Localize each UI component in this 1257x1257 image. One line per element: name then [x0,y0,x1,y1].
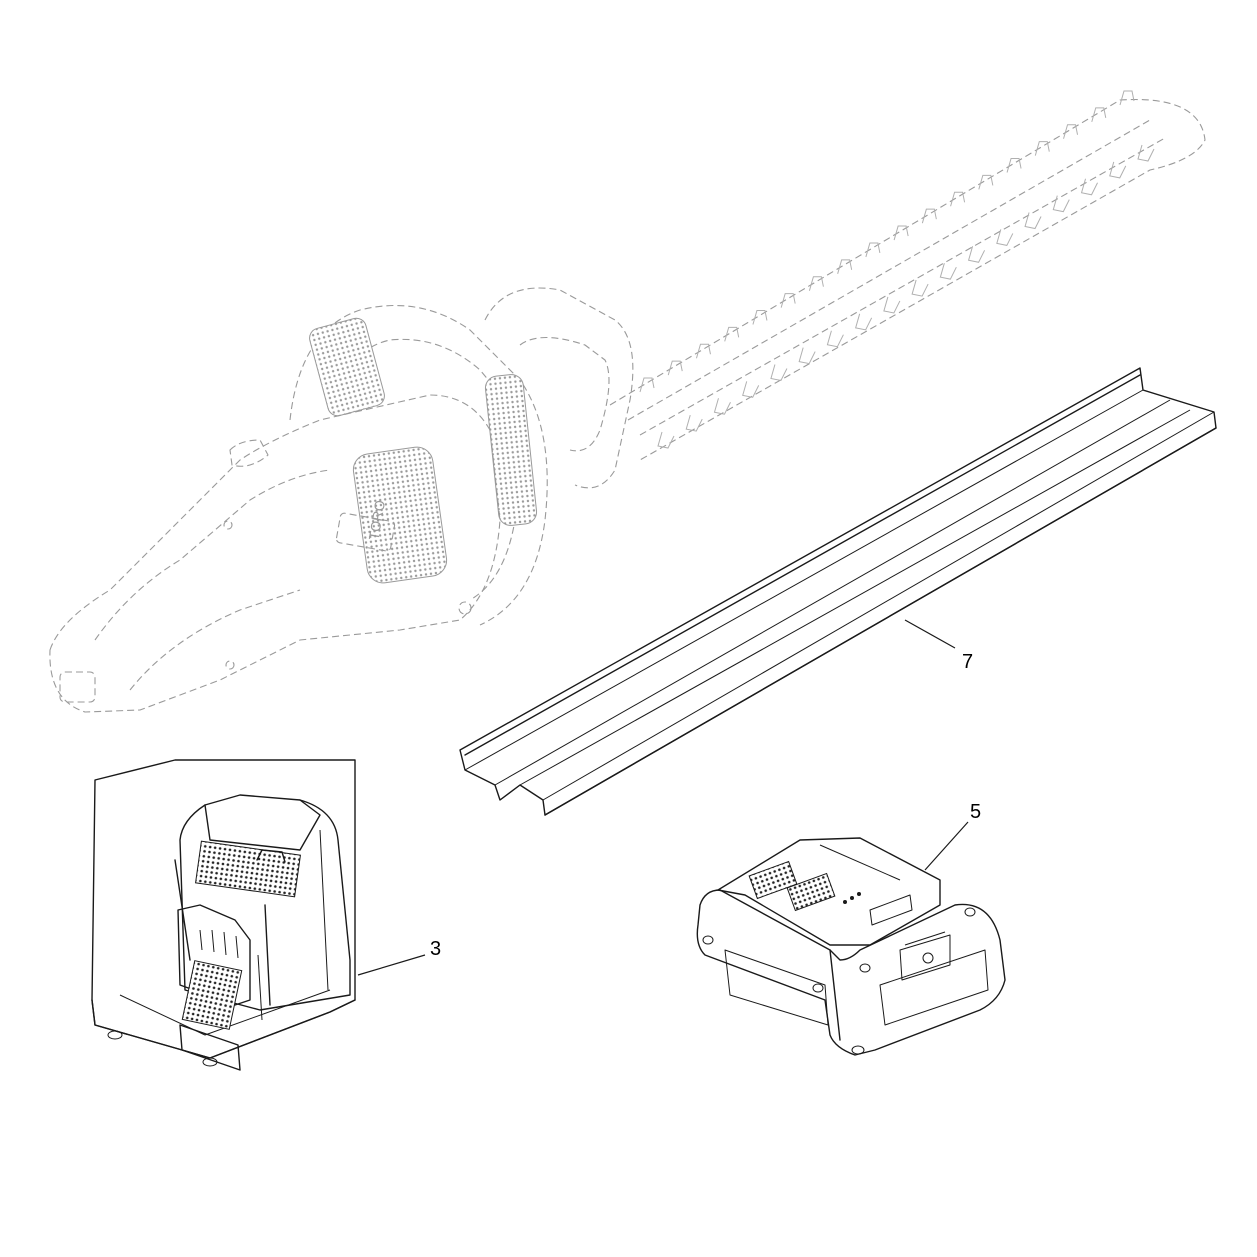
trimmer-loop-handle [289,304,548,626]
charger[interactable] [91,759,356,1071]
blade-tooth [657,431,675,449]
blade-tooth [770,364,788,382]
callout-3-label: 3 [430,938,441,960]
blade-tooth [667,360,683,376]
blade-tooth [1006,158,1022,173]
battery-pack-leader-line [924,821,969,871]
hedge-trimmer-phantom: TORO [49,90,1206,713]
callout-7-label: 7 [962,651,973,673]
blade-tooth [1063,124,1079,139]
blade-tooth [1119,90,1135,106]
blade-tooth [1024,212,1042,230]
blade-tooth [724,326,740,342]
blade-tooth [1080,178,1098,196]
blade-tooth [921,208,937,224]
trimmer-body: TORO [49,394,501,713]
blade-tooth [865,242,881,258]
blade-tooth [978,174,994,190]
trimmer-logo-text: TORO [365,499,388,541]
trimmer-blade-bar [609,90,1206,461]
blade-tooth [713,398,731,415]
blade-tooth [826,330,844,348]
blade-tooth [883,296,901,314]
blade-tooth [695,343,711,359]
blade-tooth [950,191,966,207]
blade-tooth [837,259,853,274]
blade-tooth [742,381,760,398]
charger-leader-line [357,954,426,976]
trimmer-hand-guard [484,287,634,489]
blade-tooth [1091,107,1107,123]
blade-tooth [1052,195,1070,213]
blade-tooth [893,225,909,241]
blade-tooth [911,279,929,297]
blade-tooth [808,276,824,291]
blade-tooth [685,414,703,432]
blade-guard[interactable] [459,367,1217,816]
blade-tooth [798,347,816,365]
battery-pack[interactable] [696,837,1006,1056]
blade-tooth [1137,144,1155,162]
blade-tooth [752,309,768,325]
blade-tooth [1109,161,1127,179]
blade-tooth [939,263,957,280]
callout-5-label: 5 [970,801,981,823]
blade-guard-leader-line [904,619,956,649]
blade-tooth [855,313,873,331]
blade-tooth [639,377,655,393]
blade-tooth [996,229,1014,246]
blade-tooth [1034,141,1050,156]
blade-tooth [780,293,796,308]
blade-tooth [967,246,986,263]
